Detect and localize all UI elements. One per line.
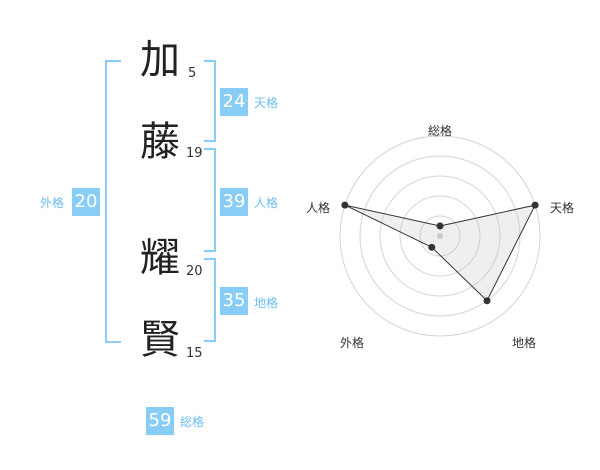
radar-point-4 bbox=[428, 243, 436, 251]
radar-point-1 bbox=[436, 222, 444, 230]
tenkaku-bracket bbox=[204, 60, 216, 142]
radar-point-3 bbox=[483, 297, 491, 305]
stroke-count-2: 19 bbox=[186, 146, 203, 161]
chikaku-bracket bbox=[204, 258, 216, 342]
gaikaku-label: 外格 bbox=[40, 196, 65, 210]
name-char-1: 加 bbox=[140, 37, 180, 83]
tenkaku-label: 天格 bbox=[254, 96, 279, 110]
radar-point-2 bbox=[531, 201, 539, 209]
gaikaku-bracket bbox=[105, 60, 121, 343]
radar-ring-3 bbox=[379, 175, 501, 297]
stroke-count-3: 20 bbox=[186, 264, 203, 279]
stroke-count-4: 15 bbox=[186, 346, 203, 361]
name-char-2: 藤 bbox=[140, 119, 180, 165]
name-char-4: 賢 bbox=[140, 317, 180, 363]
name-char-3: 耀 bbox=[140, 235, 180, 281]
radar-ring-5 bbox=[339, 135, 541, 337]
radar-axis-label-chikaku: 地格 bbox=[512, 336, 537, 350]
radar-series-polygon bbox=[344, 204, 537, 302]
gaikaku-value-badge: 20 bbox=[72, 188, 100, 216]
radar-axis-label-soukaku: 総格 bbox=[428, 124, 453, 138]
stroke-count-1: 5 bbox=[188, 66, 197, 81]
jinkaku-label: 人格 bbox=[254, 196, 279, 210]
tenkaku-value-badge: 24 bbox=[220, 88, 248, 116]
radar-center-dot bbox=[437, 233, 443, 239]
radar-axis-label-jinkaku: 人格 bbox=[306, 201, 331, 215]
soukaku-label: 総格 bbox=[180, 415, 205, 429]
radar-axis-label-gaikaku: 外格 bbox=[340, 336, 365, 350]
jinkaku-value-badge: 39 bbox=[220, 188, 248, 216]
chikaku-value-badge: 35 bbox=[220, 287, 248, 315]
radar-axis-label-tenkaku: 天格 bbox=[550, 201, 575, 215]
jinkaku-bracket bbox=[204, 148, 216, 252]
radar-ring-1 bbox=[419, 215, 461, 257]
radar-ring-2 bbox=[399, 195, 481, 277]
soukaku-value-badge: 59 bbox=[146, 407, 174, 435]
chikaku-label: 地格 bbox=[254, 296, 279, 310]
radar-point-5 bbox=[341, 201, 349, 209]
